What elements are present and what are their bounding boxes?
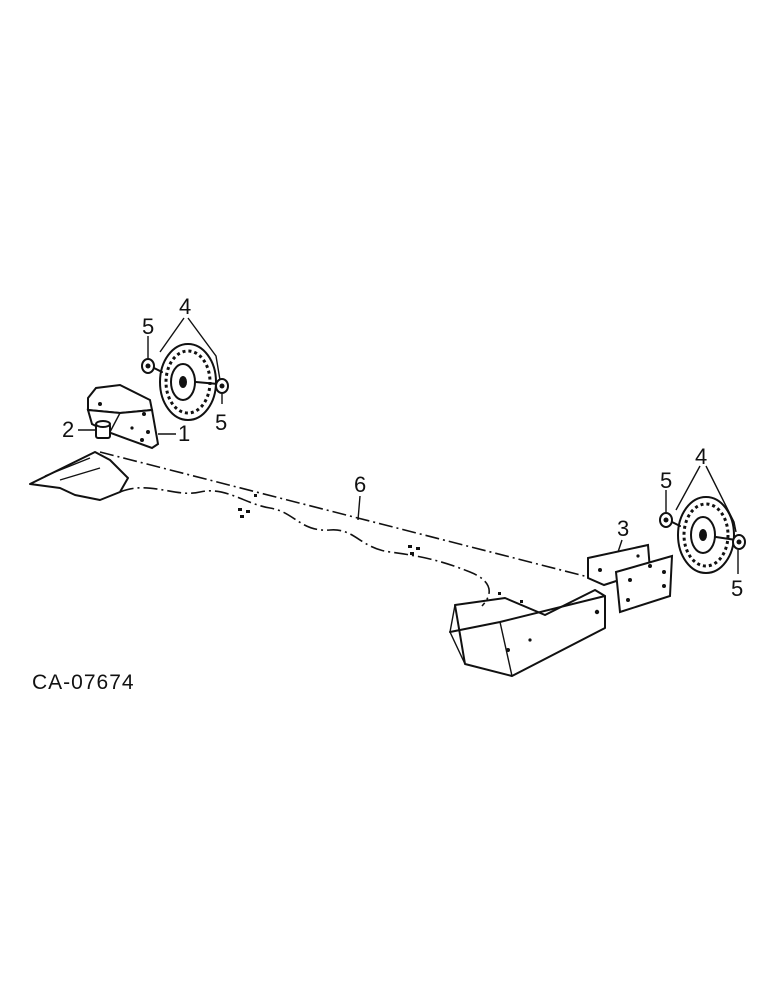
horn-left [153, 343, 219, 421]
figure-reference-code: CA-07674 [32, 671, 135, 694]
leader-lines [78, 317, 739, 574]
callout-5-left-top: 5 [142, 314, 154, 339]
callout-5-right-top: 5 [660, 468, 672, 493]
callout-1: 1 [178, 421, 190, 446]
nut-right-bottom [732, 534, 746, 550]
callout-2: 2 [62, 417, 74, 442]
callout-3: 3 [617, 516, 629, 541]
callout-5-left-bottom: 5 [215, 410, 227, 435]
callout-6: 6 [354, 472, 366, 497]
nut-left-bottom [215, 378, 229, 394]
left-mounting-bracket [86, 383, 160, 450]
callout-5-right-bottom: 5 [731, 576, 743, 601]
callout-4-left: 4 [179, 294, 191, 319]
nut-left-top [141, 358, 155, 374]
frame-rail [29, 451, 606, 677]
callout-4-right: 4 [695, 444, 707, 469]
nut-right-top [659, 512, 673, 528]
right-mounting-bracket [587, 543, 674, 614]
spacer [95, 420, 111, 439]
horn-right [671, 496, 737, 574]
